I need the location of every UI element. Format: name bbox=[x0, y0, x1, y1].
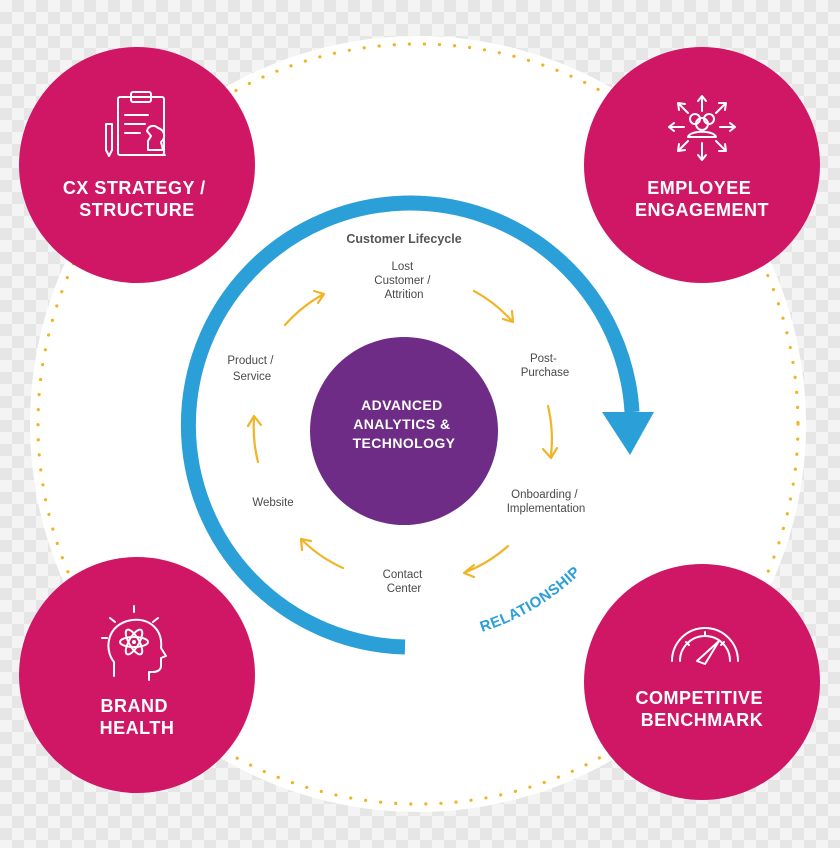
stage-contact-line-1: Contact bbox=[383, 569, 423, 581]
stage-lost-line-1: Lost bbox=[392, 261, 415, 273]
corner-employee-engagement-circle bbox=[584, 47, 820, 283]
lifecycle-title: Customer Lifecycle bbox=[346, 232, 461, 246]
corner-brand-health-circle bbox=[19, 557, 255, 793]
corner-cx-strategy: CX STRATEGY / STRUCTURE bbox=[19, 47, 255, 283]
stage-lost-line-2: Customer / bbox=[374, 275, 431, 287]
stage-onboarding: Onboarding / Implementation bbox=[507, 489, 586, 515]
corner-competitive-benchmark-line-1: COMPETITIVE bbox=[635, 688, 763, 708]
stage-contact-line-2: Center bbox=[387, 583, 422, 595]
corner-competitive-benchmark: COMPETITIVE BENCHMARK bbox=[584, 564, 820, 800]
center-circle bbox=[310, 337, 498, 525]
stage-website-line-1: Website bbox=[252, 497, 293, 509]
stage-onboarding-line-2: Implementation bbox=[507, 503, 586, 515]
arrow-onboarding-to-contact bbox=[462, 544, 510, 579]
corner-competitive-benchmark-title: COMPETITIVE BENCHMARK bbox=[635, 688, 768, 730]
corner-brand-health-title: BRAND HEALTH bbox=[100, 696, 175, 738]
corner-cx-strategy-circle bbox=[19, 47, 255, 283]
stage-post-purchase-line-2: Purchase bbox=[521, 367, 570, 379]
center-title-line-1: ADVANCED bbox=[361, 397, 443, 413]
relationship-arc bbox=[180, 195, 640, 655]
arrow-lost-to-post bbox=[472, 289, 515, 324]
stage-post-purchase-line-1: Post- bbox=[530, 353, 557, 365]
strategy-clipboard-icon bbox=[105, 91, 166, 157]
stage-contact: Contact Center bbox=[383, 569, 426, 595]
arrow-contact-to-website bbox=[299, 537, 345, 570]
center-title: ADVANCED ANALYTICS & TECHNOLOGY bbox=[353, 397, 456, 451]
corner-employee-engagement-title: EMPLOYEE ENGAGEMENT bbox=[635, 178, 769, 220]
arrow-product-to-lost bbox=[283, 289, 326, 327]
corner-employee-engagement: EMPLOYEE ENGAGEMENT bbox=[584, 47, 820, 283]
stage-lost: Lost Customer / Attrition bbox=[374, 261, 433, 301]
arrow-post-to-onboarding bbox=[541, 404, 559, 460]
lifecycle-arrows bbox=[246, 289, 559, 579]
speedometer-icon bbox=[671, 627, 739, 665]
corner-cx-strategy-line-1: CX STRATEGY / bbox=[63, 178, 206, 198]
stage-lost-line-3: Attrition bbox=[385, 289, 424, 301]
corner-cx-strategy-line-2: STRUCTURE bbox=[79, 200, 195, 220]
corner-cx-strategy-title: CX STRATEGY / STRUCTURE bbox=[63, 178, 211, 220]
team-arrows-icon bbox=[668, 95, 736, 161]
stage-post-purchase: Post- Purchase bbox=[521, 353, 570, 379]
corner-brand-health: BRAND HEALTH bbox=[19, 557, 255, 793]
stage-product-line-1: Product / bbox=[227, 355, 274, 367]
corner-competitive-benchmark-line-2: BENCHMARK bbox=[641, 710, 764, 730]
corner-competitive-benchmark-circle bbox=[584, 564, 820, 800]
corner-brand-health-line-1: BRAND bbox=[100, 696, 168, 716]
corner-brand-health-line-2: HEALTH bbox=[100, 718, 175, 738]
head-atom-icon bbox=[101, 605, 167, 681]
corner-employee-engagement-line-2: ENGAGEMENT bbox=[635, 200, 769, 220]
relationship-arrowhead bbox=[602, 412, 654, 455]
center-title-line-3: TECHNOLOGY bbox=[353, 435, 456, 451]
stage-website: Website bbox=[252, 497, 293, 509]
stage-product-line-2: Service bbox=[233, 371, 271, 383]
arrow-website-to-product bbox=[246, 414, 263, 464]
corner-employee-engagement-line-1: EMPLOYEE bbox=[647, 178, 751, 198]
stage-product: Product / Service bbox=[227, 355, 276, 383]
stage-onboarding-line-1: Onboarding / bbox=[511, 489, 578, 501]
center-title-line-2: ANALYTICS & bbox=[353, 416, 450, 432]
dotted-ring bbox=[36, 42, 800, 806]
